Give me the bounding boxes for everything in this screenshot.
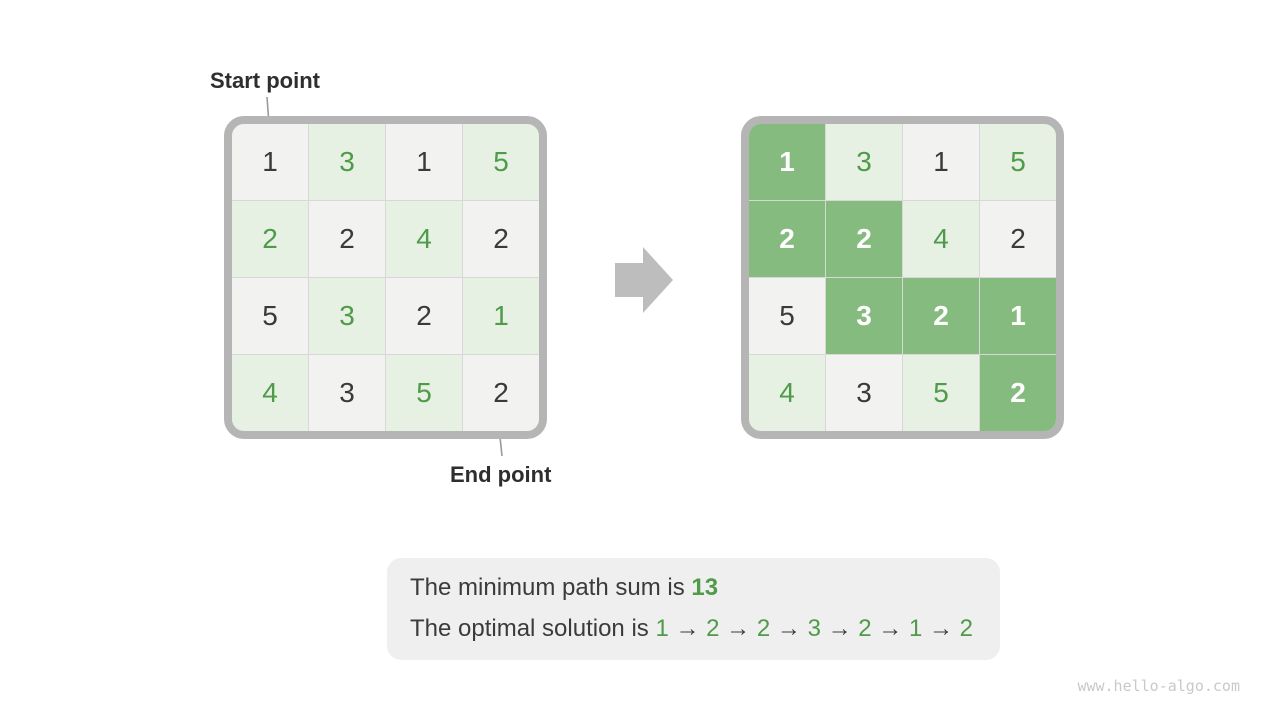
grid-cell-r0c1: 3 bbox=[826, 124, 902, 200]
grid-cell-r0c0: 1 bbox=[749, 124, 825, 200]
solution-arrow-icon: → bbox=[770, 615, 808, 642]
solution-arrow-icon: → bbox=[668, 615, 707, 642]
min-sum-prefix-text: The minimum path sum is bbox=[410, 574, 692, 601]
grid-cell-r1c2: 4 bbox=[386, 201, 462, 277]
grid-cell-r1c1: 2 bbox=[309, 201, 385, 277]
start-point-label: Start point bbox=[210, 68, 320, 93]
grid-cell-r2c0: 5 bbox=[232, 278, 308, 354]
transform-arrow-icon bbox=[615, 247, 673, 313]
solution-prefix-text: The optimal solution is bbox=[410, 615, 656, 642]
grid-cell-r2c3: 1 bbox=[980, 278, 1056, 354]
solution-step-value: 2 bbox=[756, 615, 771, 642]
end-point-label: End point bbox=[450, 462, 552, 487]
grid-cell-r0c3: 5 bbox=[980, 124, 1056, 200]
grid-cell-r0c2: 1 bbox=[386, 124, 462, 200]
grid-cell-r3c1: 3 bbox=[309, 355, 385, 431]
summary-box: The minimum path sum is 13 The optimal s… bbox=[387, 558, 1000, 660]
grid-cell-r3c1: 3 bbox=[826, 355, 902, 431]
solution-arrow-icon: → bbox=[820, 615, 859, 642]
grid-cell-r2c3: 1 bbox=[463, 278, 539, 354]
solution-arrow-icon: → bbox=[922, 615, 960, 642]
min-sum-line: The minimum path sum is 13 bbox=[410, 567, 1000, 608]
grid-cell-r3c2: 5 bbox=[386, 355, 462, 431]
solution-step-value: 2 bbox=[959, 615, 974, 642]
solution-step-value: 1 bbox=[908, 615, 923, 642]
watermark-text: www.hello-algo.com bbox=[1077, 677, 1240, 695]
solution-step-value: 1 bbox=[655, 615, 669, 642]
grid-cell-r1c1: 2 bbox=[826, 201, 902, 277]
grid-cell-r1c0: 2 bbox=[749, 201, 825, 277]
right-block-arrow-shape bbox=[615, 247, 673, 313]
solution-step-value: 2 bbox=[706, 615, 720, 642]
solution-arrow-icon: → bbox=[871, 615, 909, 642]
solution-sequence: 1 → 2 → 2 → 3 → 2 → 1 → 2 bbox=[655, 615, 973, 642]
solution-step-value: 3 bbox=[807, 615, 821, 642]
grid-cell-r1c2: 4 bbox=[903, 201, 979, 277]
grid-cell-r3c3: 2 bbox=[980, 355, 1056, 431]
grid-cell-r2c1: 3 bbox=[826, 278, 902, 354]
solution-arrow-icon: → bbox=[719, 615, 757, 642]
grid-cell-r2c2: 2 bbox=[386, 278, 462, 354]
grid-cell-r0c0: 1 bbox=[232, 124, 308, 200]
grid-cell-r3c0: 4 bbox=[232, 355, 308, 431]
solution-step-value: 2 bbox=[858, 615, 872, 642]
grid-cell-r1c3: 2 bbox=[980, 201, 1056, 277]
grid-cell-r3c3: 2 bbox=[463, 355, 539, 431]
grid-cell-r3c2: 5 bbox=[903, 355, 979, 431]
grid-cell-r2c2: 2 bbox=[903, 278, 979, 354]
grid-cell-r0c3: 5 bbox=[463, 124, 539, 200]
grid-cell-r0c1: 3 bbox=[309, 124, 385, 200]
grid-cell-r0c2: 1 bbox=[903, 124, 979, 200]
grid-cell-r1c0: 2 bbox=[232, 201, 308, 277]
optimal-solution-line: The optimal solution is 1 → 2 → 2 → 3 → … bbox=[410, 608, 1000, 649]
grid-cell-r2c1: 3 bbox=[309, 278, 385, 354]
min-sum-value: 13 bbox=[691, 574, 719, 601]
grid-cell-r2c0: 5 bbox=[749, 278, 825, 354]
grid-cell-r1c3: 2 bbox=[463, 201, 539, 277]
grid-cell-r3c0: 4 bbox=[749, 355, 825, 431]
